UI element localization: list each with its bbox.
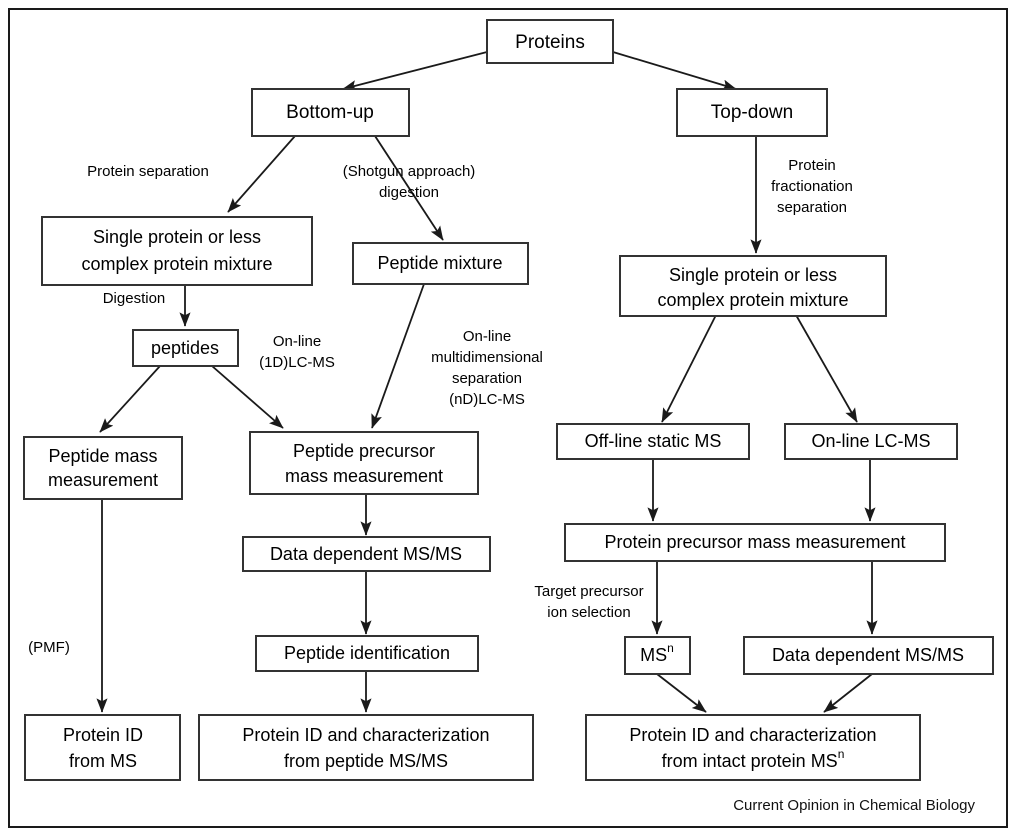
node-msn-superscript: n (667, 641, 674, 655)
node-peptide-mixture[interactable]: Peptide mixture (352, 242, 529, 285)
edge-label-shotgun-digestion-line2: digestion (379, 184, 439, 201)
node-top-down-label: Top-down (711, 102, 793, 123)
node-protein-id-peptide-msms[interactable]: Protein ID and characterization from pep… (198, 714, 534, 781)
node-peptides-label: peptides (151, 338, 219, 358)
node-peptide-mixture-label: Peptide mixture (377, 253, 502, 273)
node-peptide-precursor-line1: Peptide precursor (293, 441, 435, 461)
edge-label-pmf: (PMF) (28, 639, 70, 656)
node-single-protein-left-line2: complex protein mixture (81, 254, 272, 274)
edge-label-online-1d-lcms-line2: (1D)LC-MS (259, 354, 335, 371)
edge-label-protein-separation: Protein separation (87, 163, 209, 180)
edge-single-protein-right-to-offline-static-ms (661, 314, 717, 423)
node-single-protein-right-line2: complex protein mixture (657, 290, 848, 310)
node-protein-id-intact-line2: from intact protein MS (662, 751, 838, 771)
node-protein-id-from-ms[interactable]: Protein ID from MS (24, 714, 181, 781)
node-online-lc-ms[interactable]: On-line LC-MS (784, 423, 958, 460)
node-protein-id-intact-protein[interactable]: Protein ID and characterization from int… (585, 714, 921, 781)
node-dd-msms-right-label: Data dependent MS/MS (772, 645, 964, 665)
node-dd-msms-left-label: Data dependent MS/MS (270, 544, 462, 564)
node-protein-id-ms-line2: from MS (69, 751, 137, 771)
edge-label-protein-fractionation-line1: Protein (788, 157, 836, 174)
edge-label-online-nd-lcms-line1: On-line (463, 328, 511, 345)
edge-bottom-up-to-single-protein-left (227, 135, 296, 213)
edge-layer (96, 51, 878, 713)
node-single-protein-left[interactable]: Single protein or less complex protein m… (41, 216, 313, 286)
edge-proteins-to-top-down (612, 51, 737, 91)
edge-label-layer: Protein separation (Shotgun approach) di… (28, 157, 853, 656)
node-peptide-mass-line1: Peptide mass (48, 446, 157, 466)
node-peptide-identification[interactable]: Peptide identification (255, 635, 479, 672)
edge-label-online-nd-lcms-line3: separation (452, 370, 522, 387)
node-top-down[interactable]: Top-down (676, 88, 828, 137)
edge-peptides-to-peptide-mass (99, 365, 161, 433)
edge-label-online-1d-lcms-line1: On-line (273, 333, 321, 350)
node-protein-id-pep-line1: Protein ID and characterization (242, 725, 489, 745)
node-single-protein-left-line1: Single protein or less (93, 227, 261, 247)
node-proteins-label: Proteins (515, 32, 585, 53)
edge-proteins-to-bottom-up (342, 51, 488, 92)
svg-text:MSn: MSn (640, 641, 674, 665)
node-peptide-mass-measurement[interactable]: Peptide mass measurement (23, 436, 183, 500)
edge-label-online-nd-lcms-line4: (nD)LC-MS (449, 391, 525, 408)
node-msn-label: MS (640, 645, 667, 665)
svg-text:from intact protein MSn: from intact protein MSn (662, 747, 845, 771)
node-online-lc-ms-label: On-line LC-MS (811, 431, 930, 451)
node-peptide-mass-line2: measurement (48, 470, 158, 490)
edge-peptide-mixture-to-peptide-precursor (371, 283, 425, 429)
node-peptides[interactable]: peptides (132, 329, 239, 367)
node-protein-precursor-label: Protein precursor mass measurement (604, 532, 905, 552)
edge-label-protein-fractionation-line3: separation (777, 199, 847, 216)
node-single-protein-right[interactable]: Single protein or less complex protein m… (619, 255, 887, 317)
node-peptide-precursor-mass-measurement[interactable]: Peptide precursor mass measurement (249, 431, 479, 495)
node-protein-id-intact-superscript: n (838, 747, 845, 761)
node-layer: Proteins Bottom-up Top-down Single prote… (23, 19, 994, 781)
node-bottom-up-label: Bottom-up (286, 102, 374, 123)
node-data-dependent-msms-left[interactable]: Data dependent MS/MS (242, 536, 491, 572)
edge-label-target-precursor-line2: ion selection (547, 604, 630, 621)
node-peptide-precursor-line2: mass measurement (285, 466, 443, 486)
node-single-protein-right-line1: Single protein or less (669, 265, 837, 285)
edge-label-digestion: Digestion (103, 290, 166, 307)
node-protein-id-ms-line1: Protein ID (63, 725, 143, 745)
edge-peptides-to-peptide-precursor (211, 365, 284, 429)
edge-label-online-nd-lcms-line2: multidimensional (431, 349, 543, 366)
edge-label-target-precursor-line1: Target precursor (534, 583, 643, 600)
node-msn[interactable]: MSn (624, 636, 691, 675)
edge-msn-to-protein-id-intact (656, 673, 707, 713)
figure-border (8, 8, 1008, 828)
node-offline-static-ms[interactable]: Off-line static MS (556, 423, 750, 460)
node-protein-id-pep-line2: from peptide MS/MS (284, 751, 448, 771)
edge-label-shotgun-digestion-line1: (Shotgun approach) (343, 163, 476, 180)
edge-single-protein-right-to-online-lc-ms (795, 314, 858, 423)
node-data-dependent-msms-right[interactable]: Data dependent MS/MS (743, 636, 994, 675)
node-protein-id-intact-line1: Protein ID and characterization (629, 725, 876, 745)
edge-dd-msms-right-to-protein-id-intact (823, 673, 873, 713)
node-peptide-id-label: Peptide identification (284, 643, 450, 663)
edge-bottom-up-to-peptide-mixture (374, 135, 444, 241)
node-bottom-up[interactable]: Bottom-up (251, 88, 410, 137)
node-offline-static-ms-label: Off-line static MS (585, 431, 722, 451)
node-protein-precursor-mass-measurement[interactable]: Protein precursor mass measurement (564, 523, 946, 562)
journal-credit: Current Opinion in Chemical Biology (733, 797, 975, 814)
edge-label-protein-fractionation-line2: fractionation (771, 178, 853, 195)
node-proteins[interactable]: Proteins (486, 19, 614, 64)
